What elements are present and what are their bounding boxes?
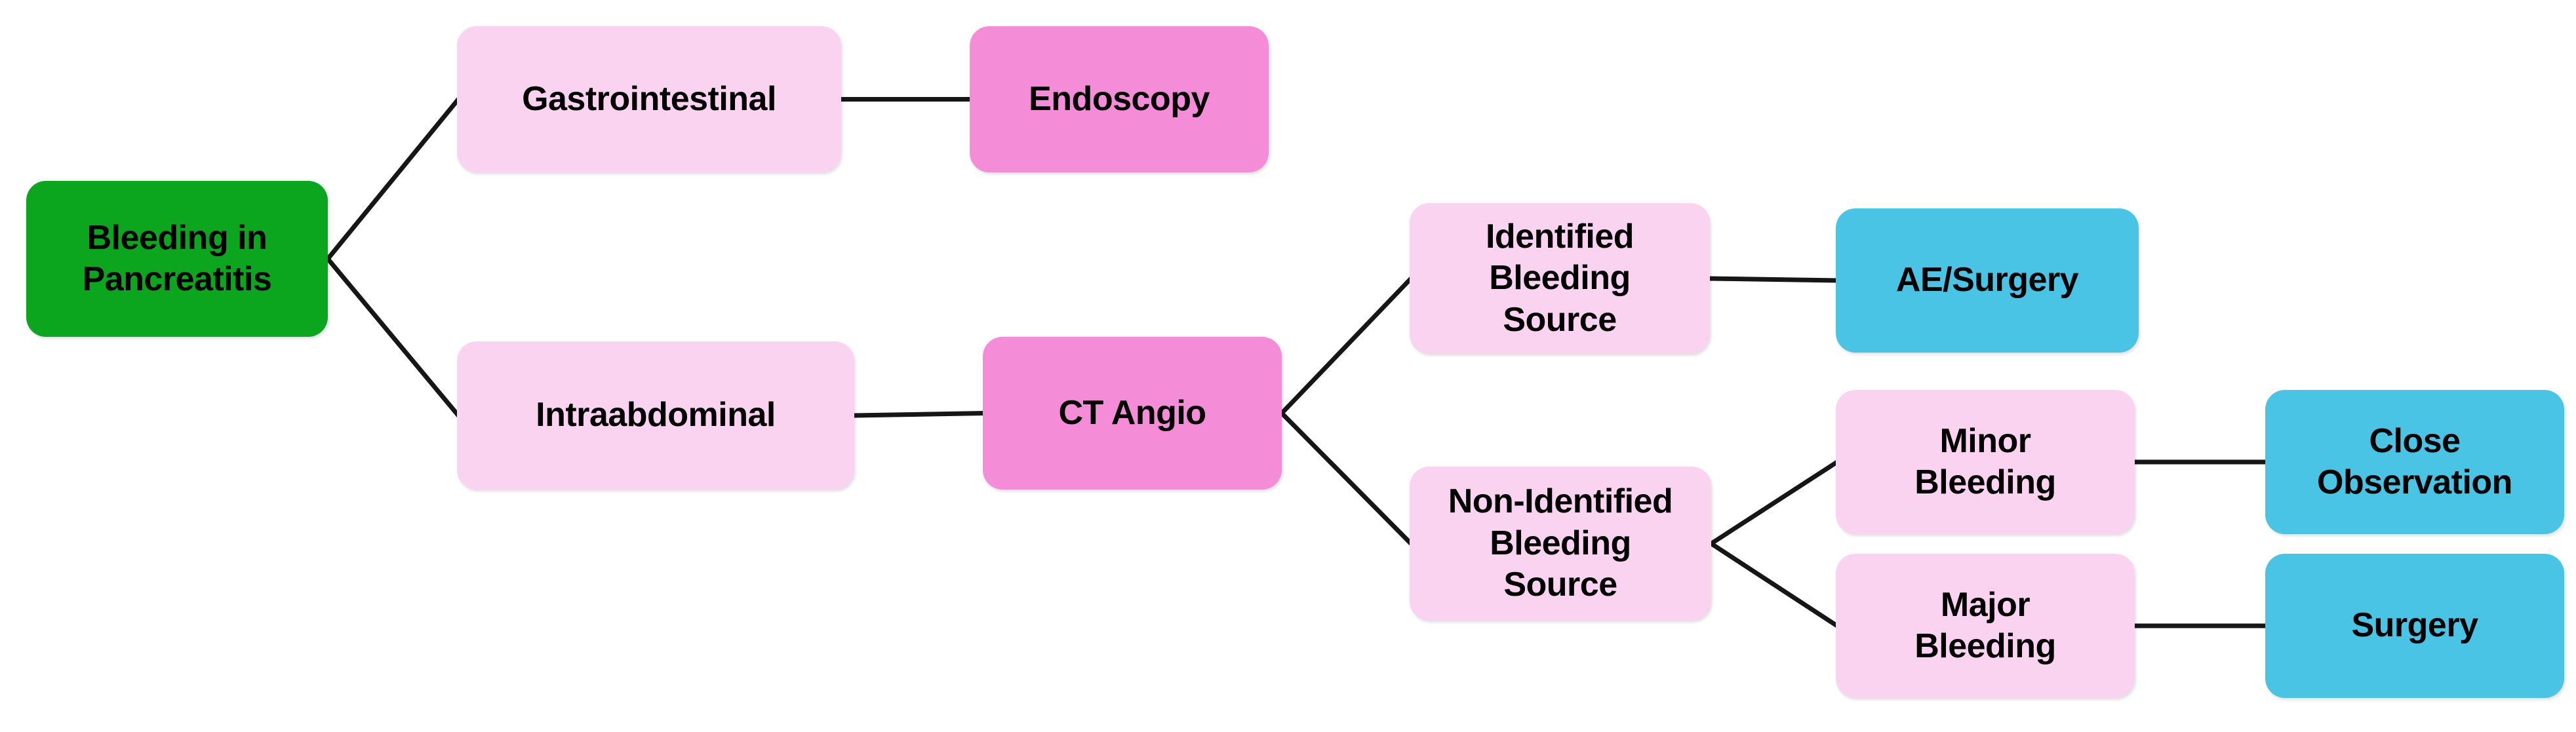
node-endoscopy: Endoscopy <box>970 26 1269 172</box>
node-label: Minor Bleeding <box>1914 421 2056 501</box>
node-label: CT Angio <box>1058 393 1206 432</box>
node-ct-angio: CT Angio <box>983 337 1282 490</box>
node-gastrointestinal: Gastrointestinal <box>457 26 841 172</box>
node-label: Intraabdominal <box>536 396 776 434</box>
edge-ct-angio-to-non-identified-source <box>1279 411 1414 546</box>
edge-root-to-intraabdominal <box>325 256 461 418</box>
node-label: Close Observation <box>2317 421 2512 501</box>
node-label: Bleeding in Pancreatitis <box>82 218 272 298</box>
edge-root-to-gastrointestinal <box>325 97 461 261</box>
edge-non-identified-source-to-major-bleeding <box>1709 541 1840 628</box>
edge-intraabdominal-to-ct-angio <box>852 411 987 418</box>
edge-identified-source-to-ae-surgery <box>1707 276 1840 283</box>
edge-ct-angio-to-identified-source <box>1279 276 1414 415</box>
edge-non-identified-source-to-minor-bleeding <box>1709 459 1840 546</box>
node-label: Major Bleeding <box>1914 585 2056 665</box>
node-identified-source: Identified Bleeding Source <box>1410 203 1710 354</box>
node-label: Surgery <box>2351 606 2478 645</box>
node-close-observation: Close Observation <box>2265 390 2564 534</box>
node-root: Bleeding in Pancreatitis <box>26 181 328 337</box>
node-intraabdominal: Intraabdominal <box>457 341 854 490</box>
node-surgery: Surgery <box>2265 554 2564 698</box>
node-label: Identified Bleeding Source <box>1485 217 1635 339</box>
node-major-bleeding: Major Bleeding <box>1836 554 2135 698</box>
node-label: Non-Identified Bleeding Source <box>1448 482 1673 604</box>
node-label: Endoscopy <box>1029 79 1210 118</box>
node-label: Gastrointestinal <box>522 79 776 118</box>
node-minor-bleeding: Minor Bleeding <box>1836 390 2135 534</box>
node-label: AE/Surgery <box>1895 261 2079 299</box>
node-non-identified-source: Non-Identified Bleeding Source <box>1410 467 1711 621</box>
node-ae-surgery: AE/Surgery <box>1836 208 2139 353</box>
